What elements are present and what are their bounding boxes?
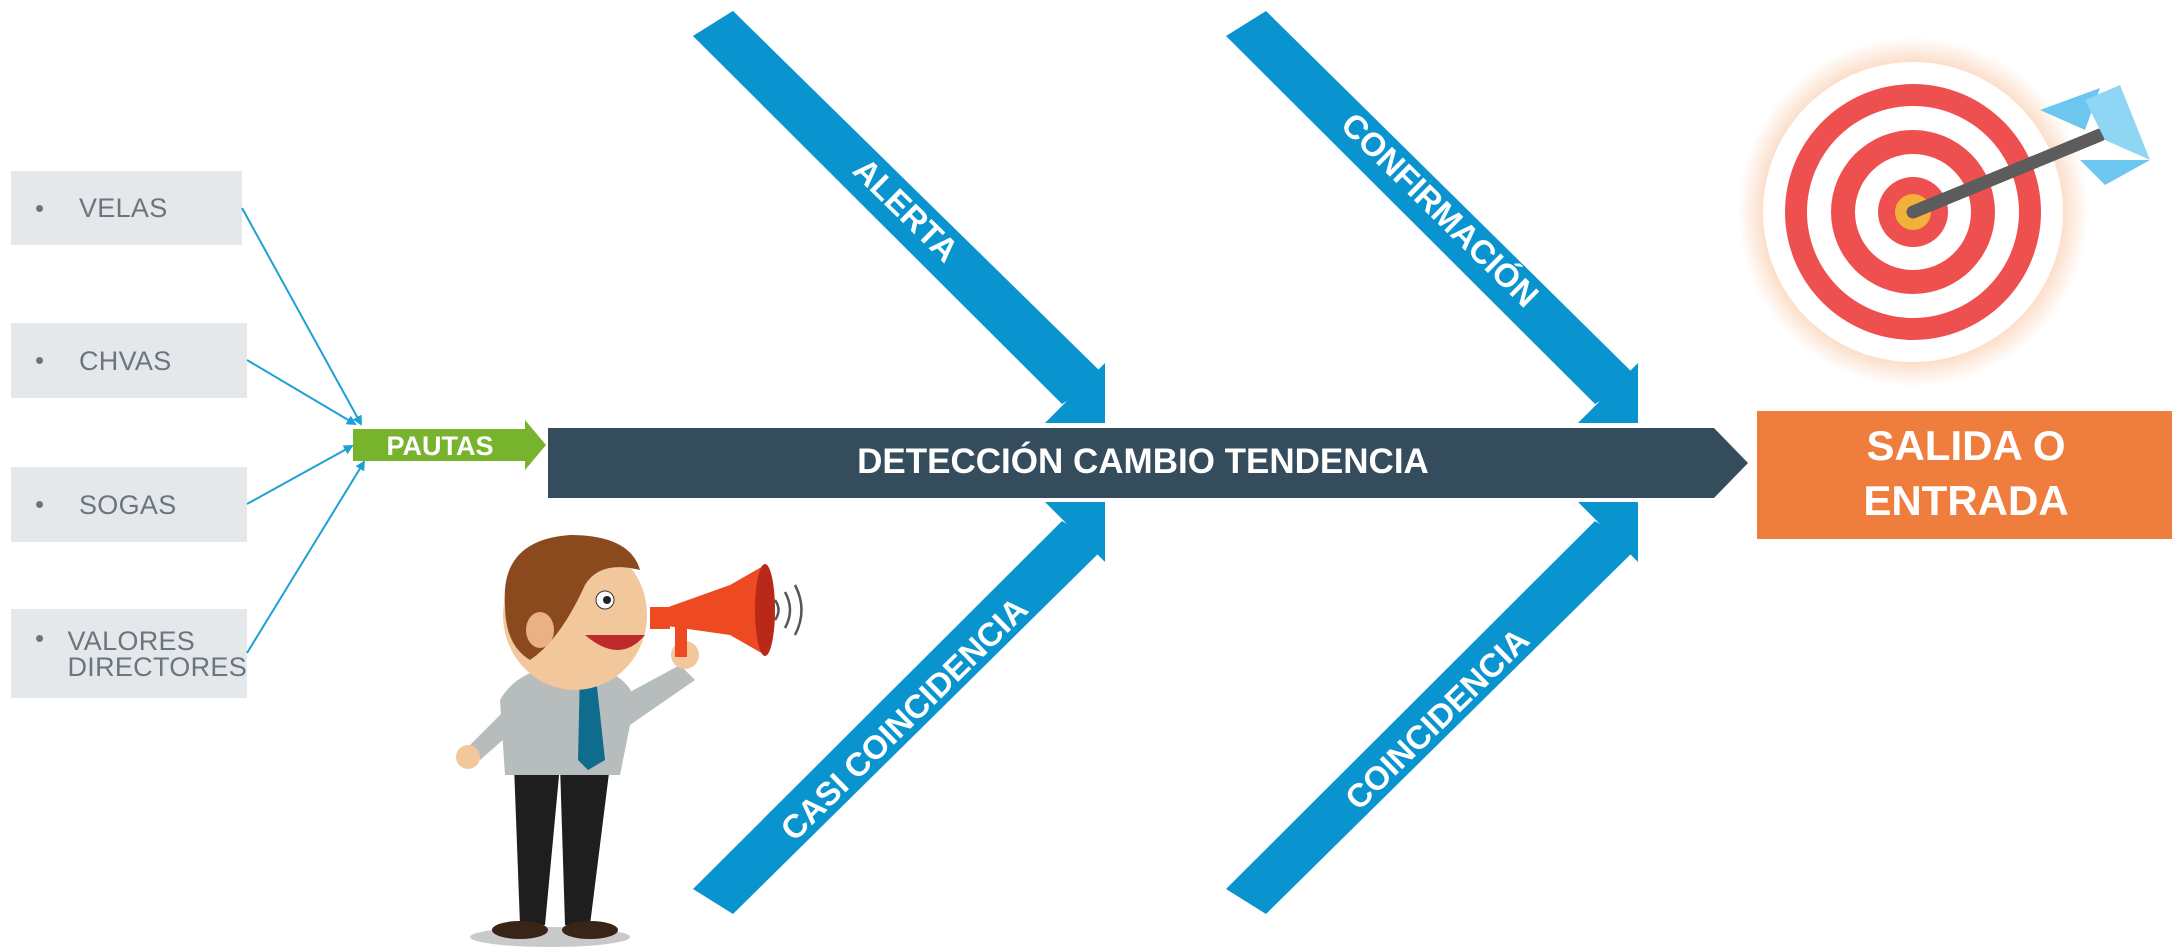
bone-top-left-body: [693, 11, 1105, 404]
bone-label-coincidencia: COINCIDENCIA: [1338, 621, 1537, 817]
input-box-sogas: • SOGAS: [11, 467, 247, 542]
spine-label: DETECCIÓN CAMBIO TENDENCIA: [857, 441, 1429, 481]
input-label-line2: DIRECTORES: [67, 651, 247, 682]
input-label: VALORES DIRECTORES: [67, 625, 247, 682]
bullet-icon: •: [35, 192, 45, 223]
input-label-line1: VALORES: [67, 625, 196, 656]
result-box: [1757, 411, 2172, 539]
bone-top-right-tip: [1578, 363, 1638, 423]
bone-label-confirmacion: CONFIRMACIÓN: [1334, 105, 1546, 314]
bullet-icon: •: [35, 345, 45, 375]
connector-sogas: [246, 445, 354, 505]
bone-top-right-body: [1226, 11, 1638, 404]
result-label-line1: SALIDA O: [1866, 422, 2065, 469]
connector-valores: [246, 460, 366, 654]
bone-bottom-left-tip: [1045, 502, 1105, 562]
bullet-icon: •: [35, 489, 45, 519]
businessman-megaphone-icon: [456, 535, 803, 947]
bone-label-alerta: ALERTA: [846, 151, 966, 269]
guidelines-label: PAUTAS: [387, 431, 494, 461]
input-connectors: [241, 207, 366, 654]
bone-bottom-left-body: [693, 521, 1105, 914]
input-label: CHVAS: [79, 345, 172, 376]
input-box-velas: • VELAS: [11, 171, 242, 245]
input-label: SOGAS: [79, 489, 177, 520]
bone-label-casi-coincidencia: CASI COINCIDENCIA: [773, 590, 1034, 848]
input-box-valores-directores: • VALORES DIRECTORES: [11, 609, 247, 698]
connector-velas: [241, 207, 362, 426]
result-label-line2: ENTRADA: [1863, 477, 2068, 524]
connector-chvas: [246, 359, 357, 426]
bone-bottom-right-body: [1226, 521, 1638, 914]
target-arrow-icon: [1738, 37, 2150, 387]
spine-arrow: [548, 428, 1748, 498]
input-label: VELAS: [79, 193, 168, 223]
bone-top-left-tip: [1045, 363, 1105, 423]
bullet-icon: •: [35, 623, 45, 653]
bone-bottom-right-tip: [1578, 502, 1638, 562]
input-box-chvas: • CHVAS: [11, 323, 247, 398]
guidelines-arrow: [353, 420, 546, 470]
